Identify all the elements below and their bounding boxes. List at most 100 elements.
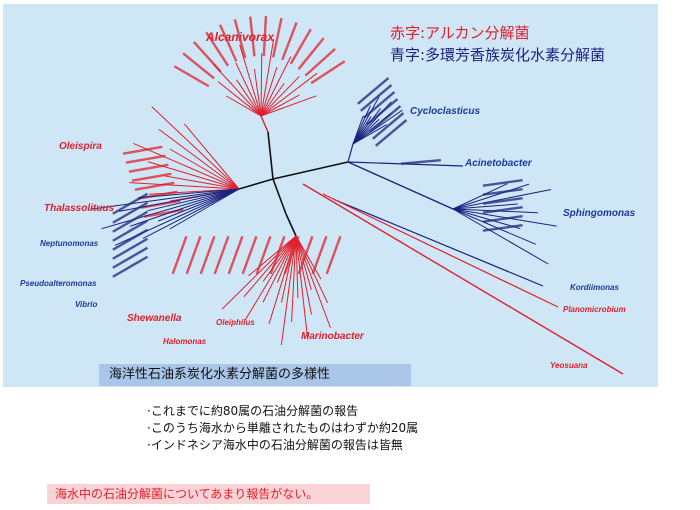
tree-branch (452, 203, 518, 210)
tree-branch (217, 81, 262, 117)
species-label-mark (482, 178, 523, 187)
tree-branch (260, 75, 300, 117)
phylogenetic-tree-panel: 赤字:アルカン分解菌 青字:多環芳香族炭化水素分解菌 Alcanivorax C… (3, 4, 658, 387)
species-label-mark (185, 235, 202, 275)
tree-branch (260, 95, 317, 117)
genus-label-pseudoalteromonas: Pseudoalteromonas (20, 279, 97, 288)
tree-branch (157, 188, 240, 222)
species-label-mark (112, 192, 149, 215)
species-label-mark (241, 235, 258, 275)
tree-branch (262, 235, 297, 303)
tree-branch (235, 62, 262, 117)
tree-branch (138, 188, 240, 199)
tree-branch (352, 124, 388, 145)
tree-branch (280, 235, 297, 346)
species-label-mark (325, 235, 342, 275)
tree-branch (260, 53, 263, 117)
tree-branch (260, 56, 292, 117)
species-label-mark (112, 219, 149, 242)
genus-label-neptunomonas: Neptunomonas (40, 239, 99, 248)
species-label-mark (311, 235, 328, 275)
tree-branch (244, 235, 297, 321)
tree-branch (302, 183, 624, 375)
genus-label-cycloclasticus: Cycloclasticus (410, 106, 481, 117)
tree-branch (243, 235, 297, 298)
genus-label-kordiimonas: Kordiimonas (570, 283, 619, 292)
tree-branch (452, 208, 521, 230)
species-label-mark (199, 235, 216, 275)
species-label-mark (227, 235, 244, 275)
tree-branch (452, 183, 508, 210)
species-label-mark (283, 235, 300, 275)
tree-branch (130, 188, 240, 227)
genus-label-oleispira: Oleispira (59, 141, 102, 152)
tree-branch (295, 235, 299, 298)
tree-branch (347, 161, 454, 210)
tree-branch (212, 63, 262, 117)
genus-label-planomicrobium: Planomicrobium (563, 305, 626, 314)
species-label-mark (482, 223, 523, 232)
genus-label-vibrio: Vibrio (75, 300, 98, 309)
tree-branch (142, 188, 240, 239)
tree-branch (238, 178, 274, 190)
tree-branch (352, 109, 403, 145)
species-label-mark (297, 235, 314, 275)
species-label-mark (297, 37, 325, 70)
note-item: ·インドネシア海水中の石油分解菌の報告は皆無 (147, 438, 403, 452)
tree-branch (165, 175, 240, 190)
tree-branch (147, 188, 240, 212)
species-label-mark (482, 205, 523, 214)
species-label-mark (192, 41, 222, 73)
tree-branch (268, 235, 297, 325)
species-label-mark (310, 60, 346, 85)
tree-branch (260, 115, 269, 133)
tree-branch (236, 79, 262, 117)
tree-branch (347, 143, 354, 163)
tree-branch (183, 123, 240, 190)
species-label-mark (171, 235, 188, 275)
species-label-mark (112, 246, 149, 269)
legend-pah-degraders: 青字:多環芳香族炭化水素分解菌 (390, 46, 606, 64)
tree-branch (352, 96, 380, 145)
tree-branch (452, 189, 552, 210)
species-label-mark (360, 84, 393, 112)
species-label-mark (125, 154, 166, 164)
species-label-mark (281, 22, 298, 61)
tree-branch (272, 161, 349, 180)
tree-branch (253, 68, 262, 117)
tree-branch (133, 142, 240, 190)
tree-branch (239, 44, 262, 117)
legend-alkane-degraders: 赤字:アルカン分解菌 (390, 24, 530, 42)
tree-branch (295, 235, 329, 304)
genus-label-shewanella: Shewanella (127, 313, 182, 324)
species-label-mark (134, 181, 175, 191)
tree-branch (260, 38, 275, 117)
species-label-mark (357, 77, 390, 105)
genus-label-alcanivorax: Alcanivorax (206, 30, 275, 44)
tree-branch (452, 208, 536, 245)
tree-branch (272, 178, 287, 215)
diagram-caption: 海洋性石油系炭化水素分解菌の多様性 (99, 364, 411, 386)
tree-branch (267, 131, 274, 180)
note-item: ·このうち海水から単離されたものはわずか約20属 (147, 421, 419, 435)
genus-label-yeosuana: Yeosuana (550, 361, 588, 370)
tree-branch (260, 66, 278, 117)
tree-branch (295, 235, 331, 328)
tree-branch (248, 235, 297, 277)
species-label-mark (137, 190, 178, 200)
genus-label-oleiphilus: Oleiphilus (216, 318, 255, 327)
species-label-mark (375, 119, 408, 147)
species-label-mark (112, 228, 149, 251)
tree-branch (260, 83, 285, 117)
species-label-mark (255, 235, 272, 275)
tree-branch (221, 235, 297, 310)
species-label-mark (218, 24, 238, 62)
species-label-mark (173, 65, 210, 88)
genus-label-thalassolituus: Thalassolituus (44, 203, 115, 214)
tree-branch (295, 235, 312, 315)
tree-branch (285, 213, 297, 237)
species-label-mark (400, 159, 441, 165)
tree-branch (322, 193, 559, 308)
species-label-mark (372, 112, 405, 140)
tree-branch (332, 198, 544, 287)
